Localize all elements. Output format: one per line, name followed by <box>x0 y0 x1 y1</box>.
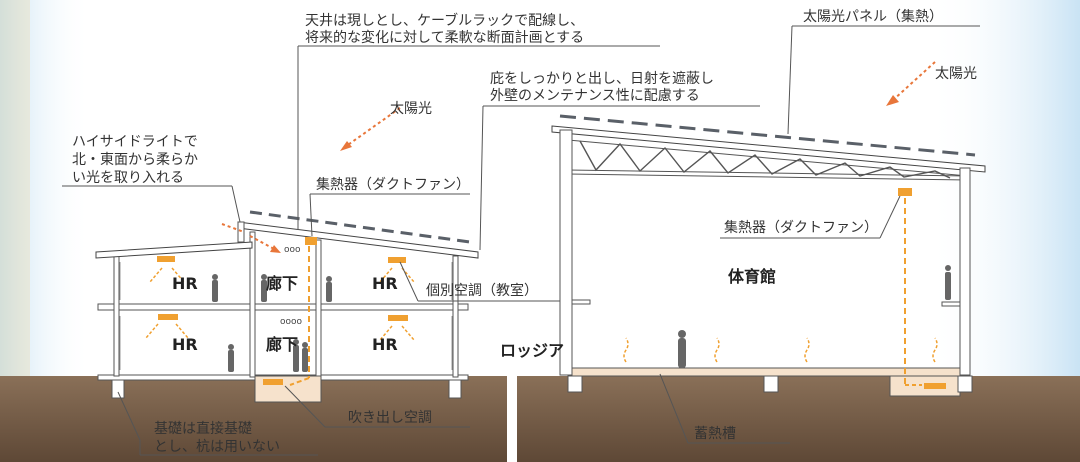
sky-left <box>0 0 260 380</box>
gym-building <box>551 125 986 397</box>
people <box>212 274 332 372</box>
school-ac-units <box>157 237 408 385</box>
ac-unit <box>388 257 406 263</box>
individual-ac-label: 個別空調（教室） <box>426 282 538 299</box>
low-roof <box>95 241 253 259</box>
cable-rack-icon: ooo <box>284 245 301 255</box>
room-gym: 体育館 <box>728 267 776 286</box>
room-hr: HR <box>172 274 198 293</box>
blowout-unit <box>263 379 283 385</box>
gym-column <box>559 129 573 376</box>
blowout-ac-label: 吹き出し空調 <box>348 410 432 426</box>
gym-column <box>959 167 971 376</box>
highside-note-line-2: 北・東面から柔らか <box>72 152 198 168</box>
gym-roof <box>551 125 986 173</box>
collector-left-label: 集熱器（ダクトファン） <box>316 176 470 193</box>
room-hr: HR <box>172 335 198 354</box>
gym-people <box>678 265 951 368</box>
highside-note-line-1: ハイサイドライトで <box>72 134 198 150</box>
room-hr: HR <box>372 274 398 293</box>
room-hr: HR <box>372 335 398 354</box>
sun-arrow-left <box>344 107 401 148</box>
room-corridor: 廊下 <box>266 274 298 293</box>
sun-arrow-right <box>891 61 936 102</box>
main-roof <box>237 221 479 259</box>
ceiling-note-line-1: 天井は現しとし、ケーブルラックで配線し、 <box>305 12 584 29</box>
footing <box>111 379 125 399</box>
highside-note-line-3: い光を取り入れる <box>72 170 184 186</box>
column <box>452 255 459 378</box>
gym-collector <box>898 188 912 196</box>
ac-unit <box>158 314 178 320</box>
heat-storage-label: 蓄熱槽 <box>694 426 736 442</box>
airflow-arrows <box>145 267 415 341</box>
ceiling-note-line-2: 将来的な変化に対して柔軟な断面計画とする <box>305 29 584 46</box>
ac-unit <box>388 315 408 321</box>
collector-duct-fan <box>305 237 317 245</box>
foundation-note-line-1: 基礎は直接基礎 <box>154 420 252 437</box>
eaves-note-line-1: 庇をしっかりと出し、日射を遮蔽し <box>490 71 714 87</box>
solar-panel-right <box>559 114 976 157</box>
second-floor-slab <box>97 303 469 311</box>
footing <box>448 379 462 399</box>
column <box>315 239 322 378</box>
room-loggia: ロッジア <box>500 341 564 360</box>
collector-right-label: 集熱器（ダクトファン） <box>724 219 878 236</box>
sun-label-right: 太陽光 <box>935 66 977 82</box>
left-edge-strip <box>0 0 30 380</box>
column <box>249 231 256 378</box>
solar-panel-label: 太陽光パネル（集熱） <box>803 8 943 25</box>
cable-rack-icon: oooo <box>280 317 303 327</box>
sky-right <box>700 0 1080 380</box>
column <box>113 251 120 377</box>
leader-lines <box>62 25 980 456</box>
gym-warm-air <box>623 337 938 363</box>
ac-unit <box>157 256 175 262</box>
eaves-note-line-2: 外壁のメンテナンス性に配慮する <box>490 88 700 104</box>
foundation-note-line-2: とし、杭は用いない <box>154 439 280 455</box>
drawing-divider <box>507 0 517 462</box>
highside-frame <box>237 221 245 243</box>
room-corridor: 廊下 <box>266 335 298 354</box>
sun-label-left: 太陽光 <box>390 101 432 117</box>
gym-truss <box>579 140 951 179</box>
gym-floor <box>571 367 961 377</box>
